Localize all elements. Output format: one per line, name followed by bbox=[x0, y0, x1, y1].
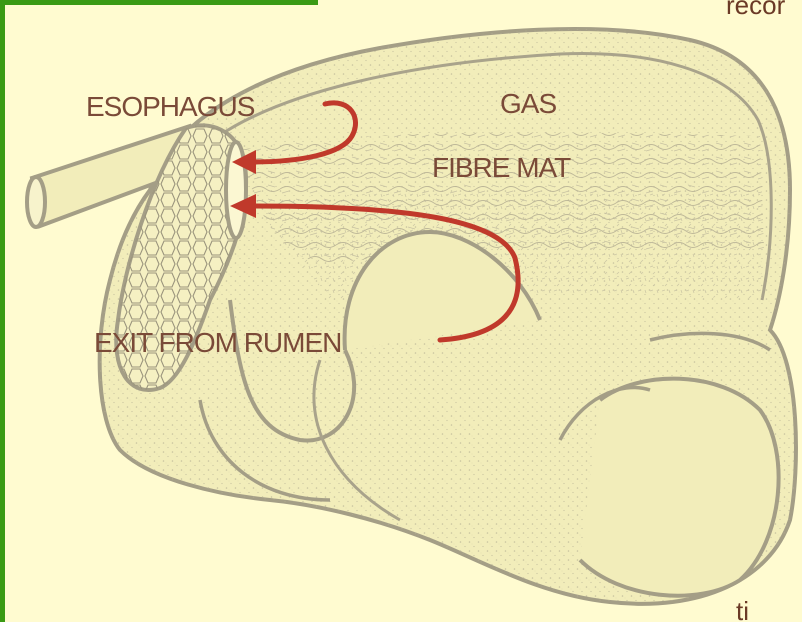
label-esophagus: ESOPHAGUS bbox=[86, 91, 255, 122]
label-fibre-mat: FIBRE MAT bbox=[432, 152, 571, 183]
label-exit-from-rumen: EXIT FROM RUMEN bbox=[94, 327, 341, 358]
caudal-blind-sac bbox=[580, 379, 779, 596]
label-gas: GAS bbox=[500, 88, 556, 119]
